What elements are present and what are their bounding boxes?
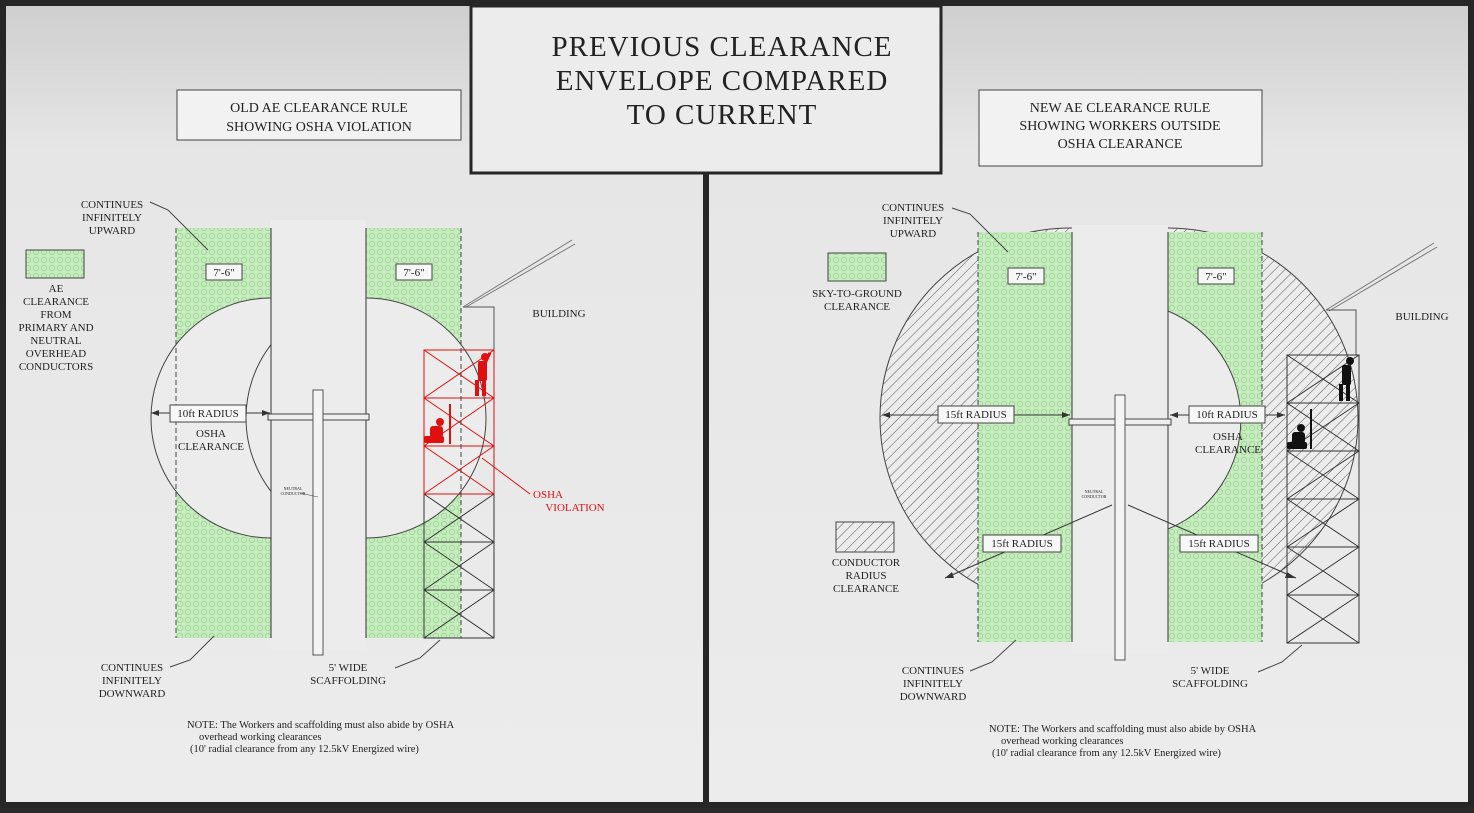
continues-down-label: CONTINUES xyxy=(902,665,964,677)
continues-up-label: UPWARD xyxy=(89,225,136,237)
worker-kneeling xyxy=(1287,409,1312,449)
osha-violation-label: OSHA xyxy=(533,489,563,501)
legend-ae-label: NEUTRAL xyxy=(30,335,82,347)
legend-sky-label: SKY-TO-GROUND xyxy=(812,288,902,300)
worker-standing-red xyxy=(475,352,492,396)
legend-ae-label: OVERHEAD xyxy=(26,348,87,360)
title-line: ENVELOPE COMPARED xyxy=(556,65,889,97)
right-heading-line: SHOWING WORKERS OUTSIDE xyxy=(1019,119,1220,134)
continues-up-label: INFINITELY xyxy=(883,215,943,227)
legend-ae-label: FROM xyxy=(40,309,71,321)
width-label: 7'-6" xyxy=(403,267,424,279)
note-line: overhead working clearances xyxy=(1001,736,1123,747)
scaffolding-label: 5' WIDE xyxy=(1191,665,1230,677)
neutral-conductor-label: NEUTRAL xyxy=(284,486,303,491)
legend-conductor-label: RADIUS xyxy=(846,570,887,582)
left-heading-box xyxy=(176,89,462,141)
legend-sky-label: CLEARANCE xyxy=(824,301,890,313)
radius-label: 10ft RADIUS xyxy=(177,408,238,420)
sky-to-ground-strip-left xyxy=(978,232,1072,642)
title-box xyxy=(469,4,943,175)
continues-up-label: INFINITELY xyxy=(82,212,142,224)
worker-standing xyxy=(1339,357,1354,401)
width-label: 7'-6" xyxy=(1205,271,1226,283)
neutral-conductor-label: CONDUCTOR xyxy=(281,491,306,496)
note-line: NOTE: The Workers and scaffolding must a… xyxy=(989,724,1257,735)
utility-pole xyxy=(312,389,324,656)
continues-down-label: INFINITELY xyxy=(102,675,162,687)
continues-down-label: DOWNWARD xyxy=(900,691,967,703)
osha-clearance-label: OSHA xyxy=(1213,431,1243,443)
continues-up-label: UPWARD xyxy=(890,228,937,240)
continues-down-label: DOWNWARD xyxy=(99,688,166,700)
scaffolding-label: 5' WIDE xyxy=(329,662,368,674)
neutral-conductor-label: NEUTRAL xyxy=(1085,489,1104,494)
continues-up-label: CONTINUES xyxy=(882,202,944,214)
building-label: BUILDING xyxy=(1395,311,1448,323)
left-heading-line: OLD AE CLEARANCE RULE xyxy=(230,101,408,116)
radius-label: 15ft RADIUS xyxy=(945,409,1006,421)
right-heading-line: NEW AE CLEARANCE RULE xyxy=(1030,101,1211,116)
continues-down-label: INFINITELY xyxy=(903,678,963,690)
legend-conductor-label: CONDUCTOR xyxy=(832,557,901,569)
osha-clearance-label: OSHA xyxy=(196,428,226,440)
width-label: 7'-6" xyxy=(1015,271,1036,283)
legend-ae-label: CLEARANCE xyxy=(23,296,89,308)
legend-ae-label: AE xyxy=(49,283,64,295)
utility-pole xyxy=(1114,394,1126,661)
legend-ae-label: PRIMARY AND xyxy=(18,322,93,334)
legend-conductor-swatch xyxy=(835,521,895,553)
neutral-conductor-label: CONDUCTOR xyxy=(1082,494,1107,499)
worker-kneeling-red xyxy=(424,404,451,444)
legend-sky-swatch xyxy=(827,252,887,282)
scaffolding-label: SCAFFOLDING xyxy=(1172,678,1248,690)
diagram-labels: PREVIOUS CLEARANCE ENVELOPE COMPARED TO … xyxy=(18,31,1448,759)
title-line: PREVIOUS CLEARANCE xyxy=(551,31,892,63)
legend-ae-label: CONDUCTORS xyxy=(19,361,93,373)
width-label: 7'-6" xyxy=(213,267,234,279)
legend-conductor-label: CLEARANCE xyxy=(833,583,899,595)
title-line: TO CURRENT xyxy=(627,99,818,131)
legend-ae-swatch xyxy=(25,249,85,279)
note-line: (10' radial clearance from any 12.5kV En… xyxy=(992,748,1221,759)
osha-clearance-label: CLEARANCE xyxy=(178,441,244,453)
right-heading-box xyxy=(978,89,1263,167)
radius-label: 15ft RADIUS xyxy=(991,538,1052,550)
right-panel xyxy=(879,207,1438,673)
note-line: NOTE: The Workers and scaffolding must a… xyxy=(187,720,455,731)
radius-label: 10ft RADIUS xyxy=(1196,409,1257,421)
continues-up-label: CONTINUES xyxy=(81,199,143,211)
building-label: BUILDING xyxy=(532,308,585,320)
note-line: overhead working clearances xyxy=(199,732,321,743)
radius-label: 15ft RADIUS xyxy=(1188,538,1249,550)
note-line: (10' radial clearance from any 12.5kV En… xyxy=(190,744,419,755)
left-heading-line: SHOWING OSHA VIOLATION xyxy=(226,120,412,135)
osha-clearance-label: CLEARANCE xyxy=(1195,444,1261,456)
right-heading-line: OSHA CLEARANCE xyxy=(1058,137,1183,152)
continues-down-label: CONTINUES xyxy=(101,662,163,674)
left-panel xyxy=(149,201,576,669)
osha-violation-label: VIOLATION xyxy=(545,502,604,514)
scaffolding-label: SCAFFOLDING xyxy=(310,675,386,687)
